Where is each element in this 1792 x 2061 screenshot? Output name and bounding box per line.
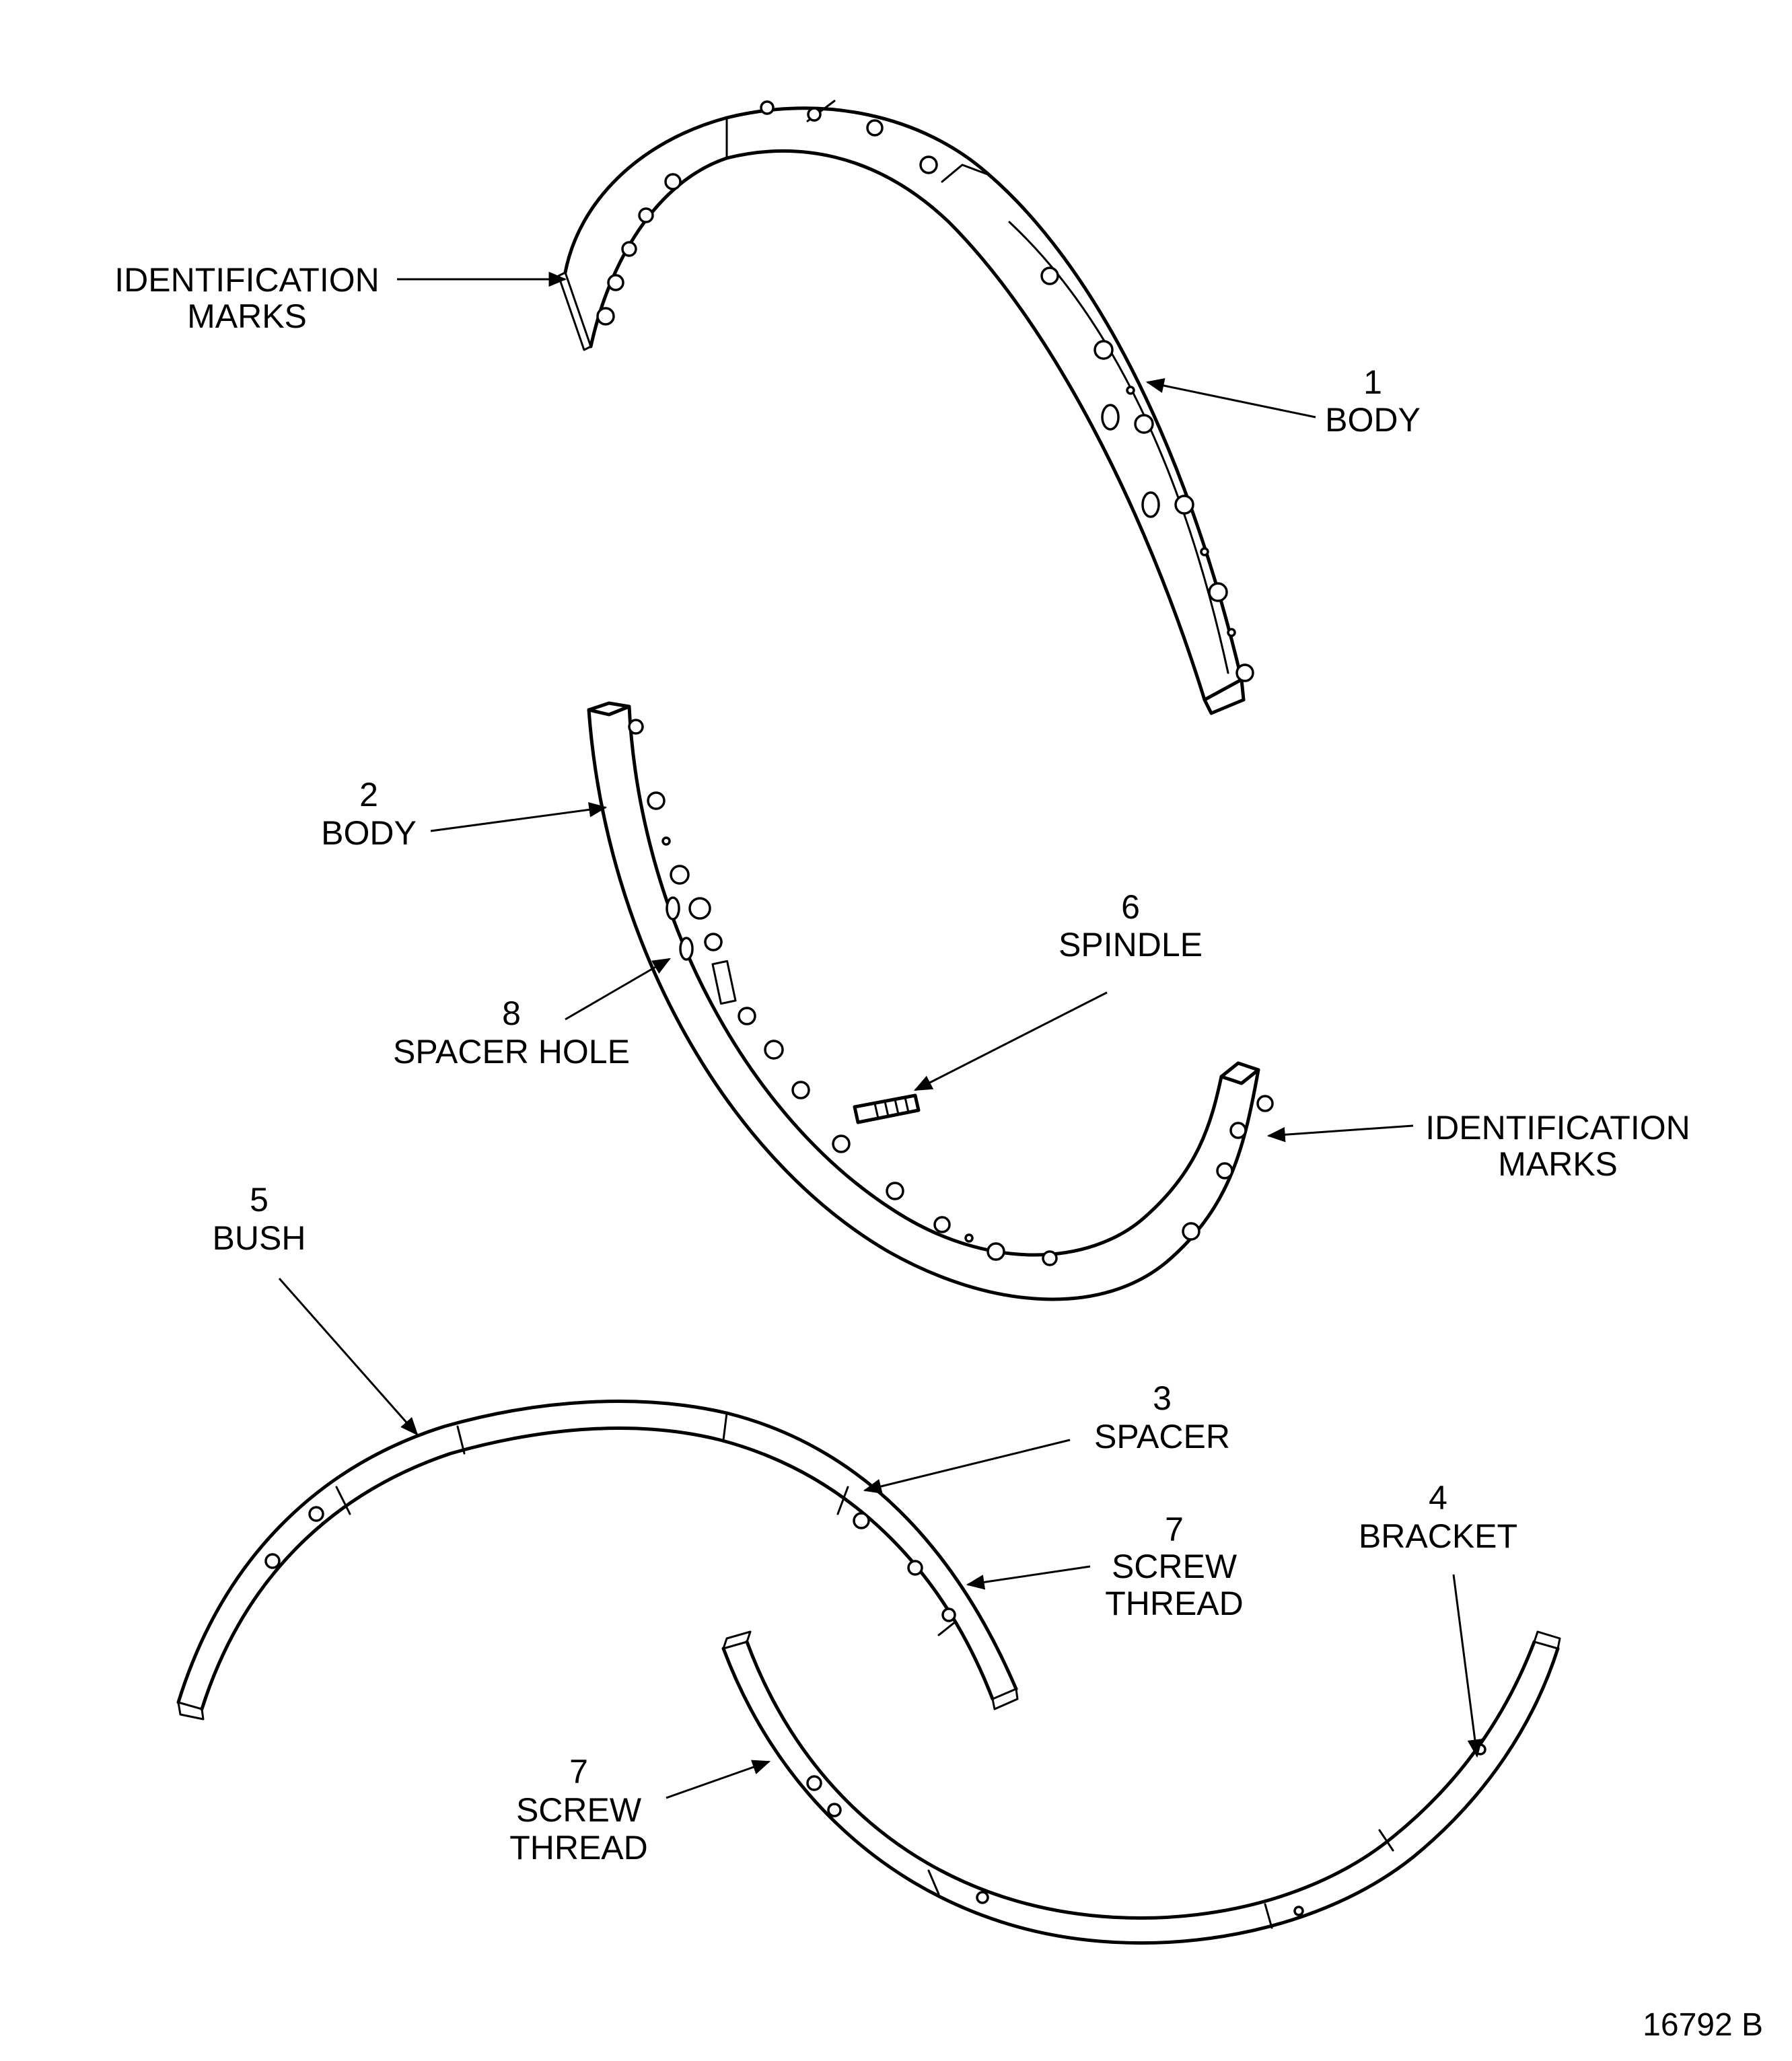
callout-line: SPINDLE [1059,926,1203,964]
callout-line: SCREW [1112,1548,1238,1585]
leader-body-1 [1145,378,1316,419]
callout-number: 5 [250,1181,268,1219]
bracket-4-arc [721,1630,1561,1945]
callout-line: MARKS [1498,1145,1618,1183]
callout-identification-marks-top: IDENTIFICATION MARKS [114,261,380,335]
callout-line: BRACKET [1359,1517,1517,1555]
callout-line: SPACER HOLE [393,1033,630,1071]
callout-spacer-hole-8: 8 SPACER HOLE [393,995,630,1071]
spacer-3-arc [176,1400,1019,1721]
callout-number: 3 [1153,1379,1172,1417]
body-1-ring [557,100,1254,715]
callout-body-2: 2 BODY [321,776,417,852]
figure-number: 16792 B [1643,2007,1763,2043]
callout-line: BODY [1325,401,1421,439]
callout-line: SCREW [516,1791,642,1829]
callout-number: 4 [1429,1479,1447,1517]
callout-bush-5: 5 BUSH [213,1181,306,1257]
body-2-ring [587,701,1274,1301]
callout-line: SPACER [1094,1418,1230,1455]
spindle-part [853,1093,921,1124]
leader-spacer [863,1439,1071,1494]
callout-screw-thread-7-left: 7 SCREW THREAD [509,1753,648,1867]
callout-line: BUSH [213,1219,306,1257]
leader-lines [278,271,1482,1799]
callout-number: 1 [1363,363,1382,401]
callout-line: IDENTIFICATION [1425,1109,1690,1147]
leader-screw-thread-left [666,1760,771,1799]
callout-line: MARKS [187,297,307,335]
leader-identification-right [1266,1124,1414,1143]
callout-spindle-6: 6 SPINDLE [1059,888,1203,964]
callout-number: 8 [502,995,521,1032]
leader-bracket [1452,1574,1482,1758]
callout-line: THREAD [509,1829,648,1867]
callout-line: THREAD [1105,1585,1244,1622]
callout-spacer-3: 3 SPACER [1094,1379,1230,1455]
callout-number: 2 [359,776,378,813]
callout-number: 6 [1121,888,1140,926]
callout-bracket-4: 4 BRACKET [1359,1479,1517,1555]
callout-number: 7 [569,1753,588,1791]
callout-screw-thread-7-right: 7 SCREW THREAD [1105,1511,1244,1622]
leader-bush [278,1278,419,1436]
leader-body-2 [430,802,608,832]
leader-spindle [913,991,1108,1091]
callout-line: BODY [321,814,417,852]
callout-number: 7 [1165,1511,1184,1548]
leader-spacer-hole [565,957,671,1021]
leader-screw-thread-right [966,1565,1091,1590]
callout-identification-marks-right: IDENTIFICATION MARKS [1425,1109,1690,1183]
callout-body-1: 1 BODY [1325,363,1421,439]
callout-line: IDENTIFICATION [114,261,380,299]
